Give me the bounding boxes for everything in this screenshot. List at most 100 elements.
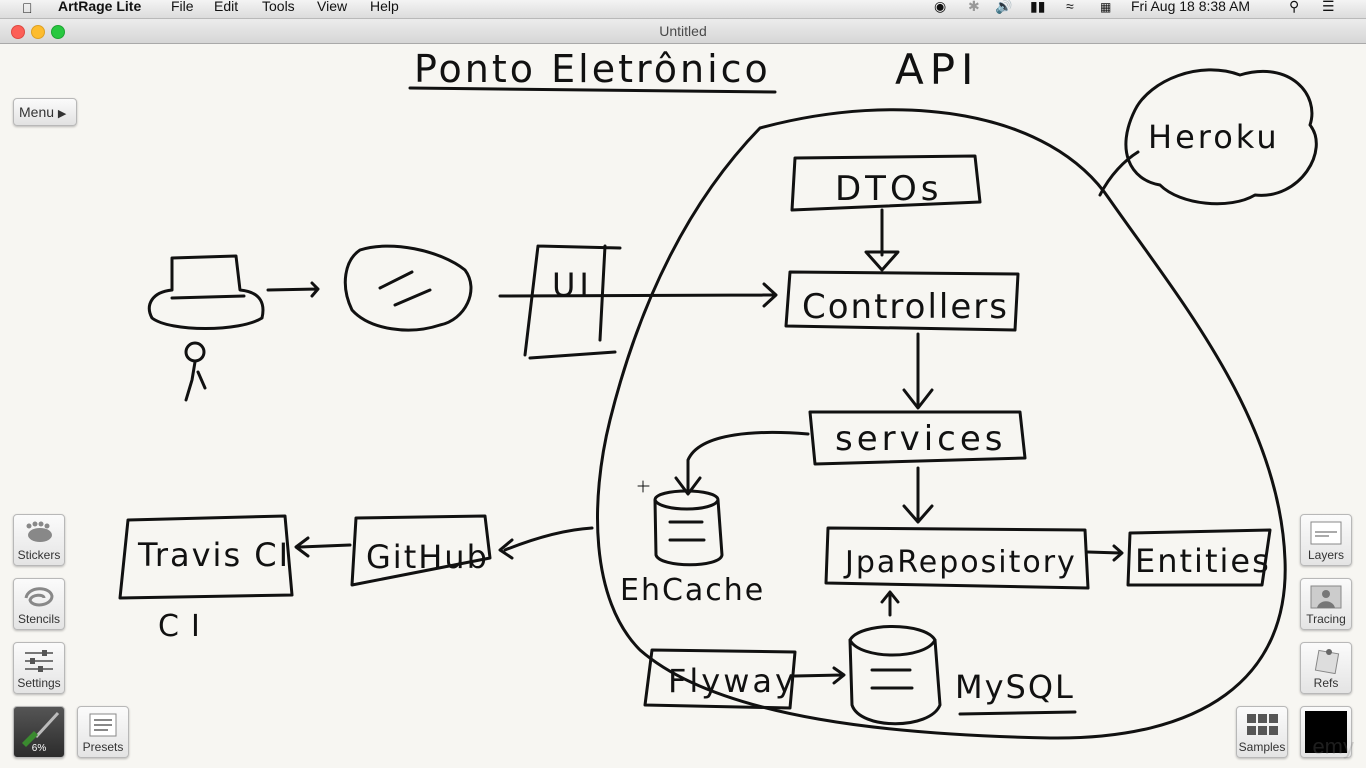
tracing-button[interactable]: Tracing: [1300, 578, 1352, 630]
ehcache-lines: [668, 520, 706, 542]
apple-icon[interactable]: : [22, 0, 33, 16]
volume-icon[interactable]: 🔊: [995, 0, 1013, 14]
sketch: Ponto Eletrônico API Heroku UI DTOs Cont…: [118, 45, 1318, 740]
heroku-connector: [1098, 150, 1140, 197]
app-menu[interactable]: ArtRage Lite: [58, 0, 142, 14]
menu-button-label: Menu: [19, 104, 55, 120]
user-hat: [147, 254, 265, 330]
travis-label: Travis CI: [137, 536, 290, 574]
repository-box: [824, 526, 1090, 590]
footprint-icon: [26, 521, 52, 542]
menu-button[interactable]: Menu ▶: [13, 98, 77, 126]
arrow-controllers-services: [902, 332, 934, 410]
user-head: [184, 341, 206, 363]
menu-bar:  ArtRage Lite File Edit Tools View Help…: [0, 0, 1366, 19]
presets-icon: [89, 713, 117, 737]
hat-band: [170, 294, 246, 300]
api-label: API: [895, 45, 979, 94]
grid-icon: [1247, 714, 1278, 735]
github-label: GitHub: [366, 538, 489, 576]
github-box: [350, 514, 492, 587]
bluetooth-icon[interactable]: ✱: [968, 0, 980, 14]
record-icon[interactable]: ◉: [934, 0, 947, 14]
brush-tool-button[interactable]: 6%: [13, 706, 65, 758]
sketch-title: Ponto Eletrônico: [414, 47, 771, 91]
drawing-canvas[interactable]: Ponto Eletrônico API Heroku UI DTOs Cont…: [0, 44, 1366, 768]
window-titlebar: Untitled: [0, 19, 1366, 44]
mysql-label: MySQL: [955, 668, 1075, 706]
controllers-label: Controllers: [802, 287, 1009, 327]
watermark: emy: [1312, 734, 1354, 759]
mysql-lines: [870, 668, 914, 690]
brush-icon: [22, 711, 60, 747]
heroku-cloud: [1124, 68, 1318, 206]
settings-button[interactable]: Settings: [13, 642, 65, 694]
stencils-label: Stencils: [17, 612, 61, 626]
flyway-box: [643, 648, 797, 710]
services-box: [808, 410, 1027, 466]
menu-view[interactable]: View: [317, 0, 348, 14]
settings-label: Settings: [17, 676, 61, 690]
ui-label: UI: [552, 266, 593, 304]
ui-frame: [523, 244, 622, 360]
stickers-button[interactable]: Stickers: [13, 514, 65, 566]
list-icon[interactable]: ☰: [1322, 0, 1335, 14]
entities-label: Entities: [1135, 542, 1271, 580]
heroku-label: Heroku: [1148, 118, 1280, 156]
arrow-repo-entities: [1086, 544, 1124, 562]
dtos-label: DTOs: [835, 169, 942, 209]
mysql-cylinder: [848, 625, 942, 726]
presets-button[interactable]: Presets: [77, 706, 129, 758]
browser-cloud: [343, 244, 473, 332]
title-underline: [408, 86, 777, 94]
flag-icon[interactable]: ▦: [1100, 0, 1112, 14]
current-color-swatch: [1305, 711, 1347, 753]
arrow-api-github: [498, 526, 594, 560]
battery-icon[interactable]: ▮▮: [1030, 0, 1046, 14]
arrow-ui-controllers: [498, 282, 778, 308]
stencil-icon: [24, 587, 54, 607]
arrow-services-cache: [674, 430, 810, 496]
layers-icon: [1310, 521, 1342, 545]
play-arrow-icon: ▶: [57, 108, 67, 120]
color-picker-button[interactable]: [1300, 706, 1352, 758]
menu-file[interactable]: File: [171, 0, 194, 14]
search-icon[interactable]: ⚲: [1289, 0, 1300, 14]
arrow-services-repo: [902, 466, 934, 524]
ci-label: CI: [158, 609, 212, 644]
clock[interactable]: Fri Aug 18 8:38 AM: [1131, 0, 1251, 14]
presets-label: Presets: [82, 740, 124, 754]
user-body: [184, 360, 207, 402]
menu-tools[interactable]: Tools: [262, 0, 295, 14]
samples-button[interactable]: Samples: [1236, 706, 1288, 758]
window-title: Untitled: [659, 23, 707, 39]
sliders-icon: [25, 650, 53, 672]
stickers-label: Stickers: [17, 548, 61, 562]
stencils-button[interactable]: Stencils: [13, 578, 65, 630]
brush-size: 6%: [31, 743, 47, 754]
ehcache-label: EhCache: [620, 573, 765, 608]
close-button[interactable]: [11, 25, 25, 39]
menu-edit[interactable]: Edit: [214, 0, 239, 14]
arrow-user-browser: [266, 281, 320, 298]
controllers-box: [784, 270, 1020, 332]
arrow-flyway-db: [793, 666, 846, 685]
layers-button[interactable]: Layers: [1300, 514, 1352, 566]
arrow-github-travis: [294, 536, 352, 558]
pin-icon: [1314, 649, 1340, 674]
services-label: services: [835, 419, 1007, 459]
layers-label: Layers: [1307, 548, 1345, 562]
refs-label: Refs: [1313, 676, 1339, 690]
cursor-crosshair: [637, 480, 650, 493]
menu-help[interactable]: Help: [370, 0, 399, 14]
wifi-icon[interactable]: ≈: [1066, 0, 1074, 14]
minimize-button[interactable]: [31, 25, 45, 39]
zoom-button[interactable]: [51, 25, 65, 39]
flyway-label: Flyway: [668, 662, 797, 700]
arrow-dtos-controllers: [864, 208, 900, 272]
mysql-underline: [958, 710, 1077, 716]
travis-box: [118, 514, 294, 600]
refs-button[interactable]: Refs: [1300, 642, 1352, 694]
samples-label: Samples: [1238, 740, 1286, 754]
tracing-label: Tracing: [1306, 612, 1346, 626]
